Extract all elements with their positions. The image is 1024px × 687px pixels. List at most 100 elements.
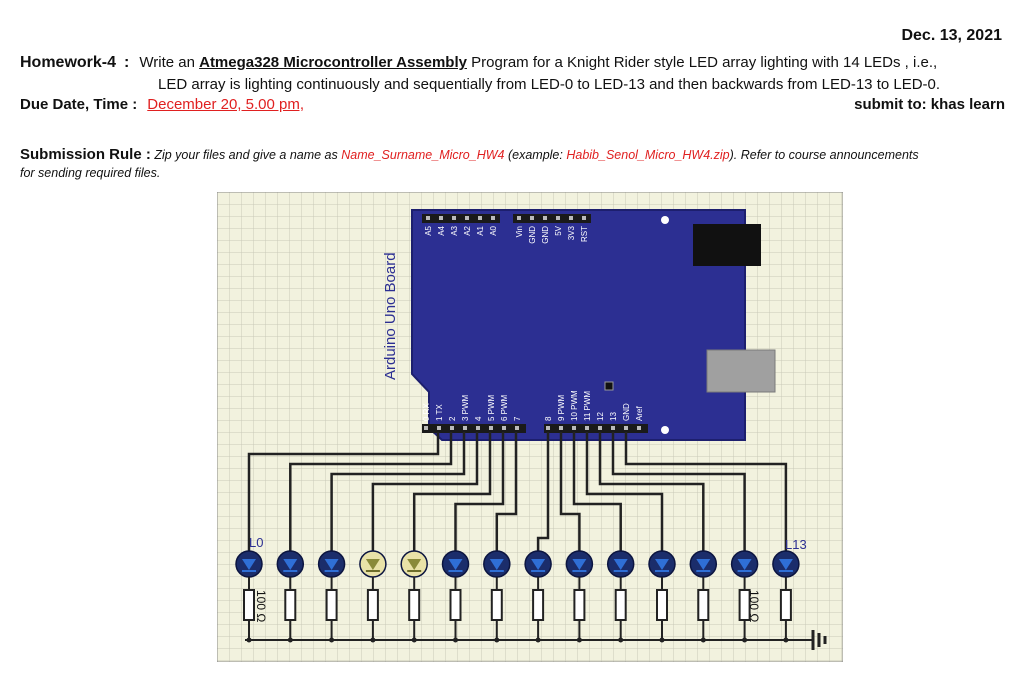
digital-low-pin-2 xyxy=(450,426,454,430)
digital-high-pin-label: 8 xyxy=(544,416,553,421)
board-label: Arduino Uno Board xyxy=(382,252,399,380)
digital-low-pin-4 xyxy=(476,426,480,430)
digital-low-pin-6 xyxy=(502,426,506,430)
assignment-text-line1: Write an Atmega328 Microcontroller Assem… xyxy=(139,52,937,74)
power-pin-label: 3V3 xyxy=(567,225,576,240)
digital-high-pin-label: 9 PWM xyxy=(557,394,566,421)
digital-low-pin-label: 1 TX xyxy=(435,404,444,421)
submission-text-2: (example: xyxy=(504,148,567,162)
wire xyxy=(330,432,466,552)
submission-example: Habib_Senol_Micro_HW4.zip xyxy=(566,148,730,162)
led-11 xyxy=(689,550,718,578)
power-pin-0 xyxy=(517,216,521,220)
resistor-1 xyxy=(284,589,297,621)
digital-high-pin-0 xyxy=(546,426,550,430)
digital-header-low xyxy=(422,424,526,433)
digital-high-pin-label: 13 xyxy=(609,412,618,421)
led-8 xyxy=(565,550,594,578)
digital-high-pin-5 xyxy=(611,426,615,430)
led-7 xyxy=(524,550,552,578)
analog-pin-label: A5 xyxy=(424,225,433,235)
led-10 xyxy=(648,550,676,578)
resistor-7 xyxy=(532,589,545,621)
led-2 xyxy=(317,550,346,578)
resistor-4 xyxy=(408,589,421,621)
power-jack xyxy=(693,224,761,266)
digital-header-high xyxy=(544,424,648,433)
assignment-text-post: Program for a Knight Rider style LED arr… xyxy=(466,54,938,71)
mount-hole-icon xyxy=(661,426,669,434)
power-pin-label: GND xyxy=(541,226,550,244)
power-pin-label: Vin xyxy=(515,226,524,237)
analog-pin-label: A0 xyxy=(489,225,498,235)
submission-rule: Submission Rule : Zip your files and giv… xyxy=(20,146,1005,182)
assignment-text-pre: Write an xyxy=(139,54,200,71)
assignment-separator: : xyxy=(124,54,130,71)
mount-hole-icon xyxy=(661,216,669,224)
led-last-label: L13 xyxy=(785,537,807,552)
led-5 xyxy=(441,550,470,578)
digital-low-pin-label: 6 PWM xyxy=(500,394,509,421)
digital-high-pin-2 xyxy=(572,426,576,430)
digital-high-pin-label: 12 xyxy=(596,412,605,421)
digital-high-pin-label: 11 PWM xyxy=(583,391,592,421)
resistor-5 xyxy=(449,589,462,621)
due-label: Due Date, Time : xyxy=(20,96,138,113)
due-value: December 20, 5.00 pm, xyxy=(147,96,305,113)
led-12 xyxy=(730,550,759,578)
digital-high-pin-label: Aref xyxy=(635,406,644,421)
led-1 xyxy=(276,550,305,578)
submission-name-format: Name_Surname_Micro_HW4 xyxy=(341,148,505,162)
wire xyxy=(624,432,788,552)
digital-low-pin-label: 5 PWM xyxy=(487,394,496,421)
analog-pin-label: A3 xyxy=(450,225,459,235)
resistor-3 xyxy=(366,589,379,621)
submission-text-4: for sending required files. xyxy=(20,166,161,180)
assignment-topic: Atmega328 Microcontroller Assembly xyxy=(199,54,467,71)
analog-pin-label: A1 xyxy=(476,225,485,235)
wire xyxy=(572,432,622,552)
wire xyxy=(289,432,453,552)
analog-pin-3 xyxy=(465,216,469,220)
submission-text-1: Zip your files and give a name as xyxy=(150,148,342,162)
digital-high-pin-7 xyxy=(637,426,641,430)
digital-low-pin-label: 0 RX xyxy=(422,403,431,421)
wire xyxy=(536,432,550,552)
resistor-13 xyxy=(779,589,792,621)
resistor-label-right: 100 Ω xyxy=(747,590,761,622)
digital-low-pin-0 xyxy=(424,426,428,430)
wire xyxy=(495,432,518,552)
ground-icon xyxy=(799,630,827,650)
wire xyxy=(585,432,664,552)
digital-low-pin-label: 2 xyxy=(448,416,457,421)
analog-header xyxy=(422,214,500,223)
wire xyxy=(454,432,505,552)
digital-high-pin-6 xyxy=(624,426,628,430)
digital-high-pin-4 xyxy=(598,426,602,430)
submission-label: Submission Rule : xyxy=(20,146,151,163)
wire xyxy=(598,432,705,552)
digital-high-pin-label: 10 PWM xyxy=(570,390,579,421)
due-row: Due Date, Time : December 20, 5.00 pm, s… xyxy=(20,96,1005,113)
resistor-9 xyxy=(614,589,627,621)
usb-port xyxy=(706,349,776,393)
resistor-0 xyxy=(243,589,255,621)
power-pin-4 xyxy=(569,216,573,220)
led-first-label: L0 xyxy=(249,535,263,550)
resistor-8 xyxy=(573,589,586,621)
digital-high-pin-label: GND xyxy=(622,403,631,421)
led-6 xyxy=(483,550,511,578)
wire xyxy=(371,432,479,552)
power-pin-2 xyxy=(543,216,547,220)
date: Dec. 13, 2021 xyxy=(901,27,1002,44)
digital-low-pin-3 xyxy=(463,426,467,430)
led-3 xyxy=(359,550,387,578)
analog-pin-2 xyxy=(452,216,456,220)
digital-high-pin-1 xyxy=(559,426,563,430)
power-pin-5 xyxy=(582,216,586,220)
analog-pin-label: A2 xyxy=(463,225,472,235)
led-9 xyxy=(606,550,635,578)
reset-button-icon xyxy=(604,381,614,391)
